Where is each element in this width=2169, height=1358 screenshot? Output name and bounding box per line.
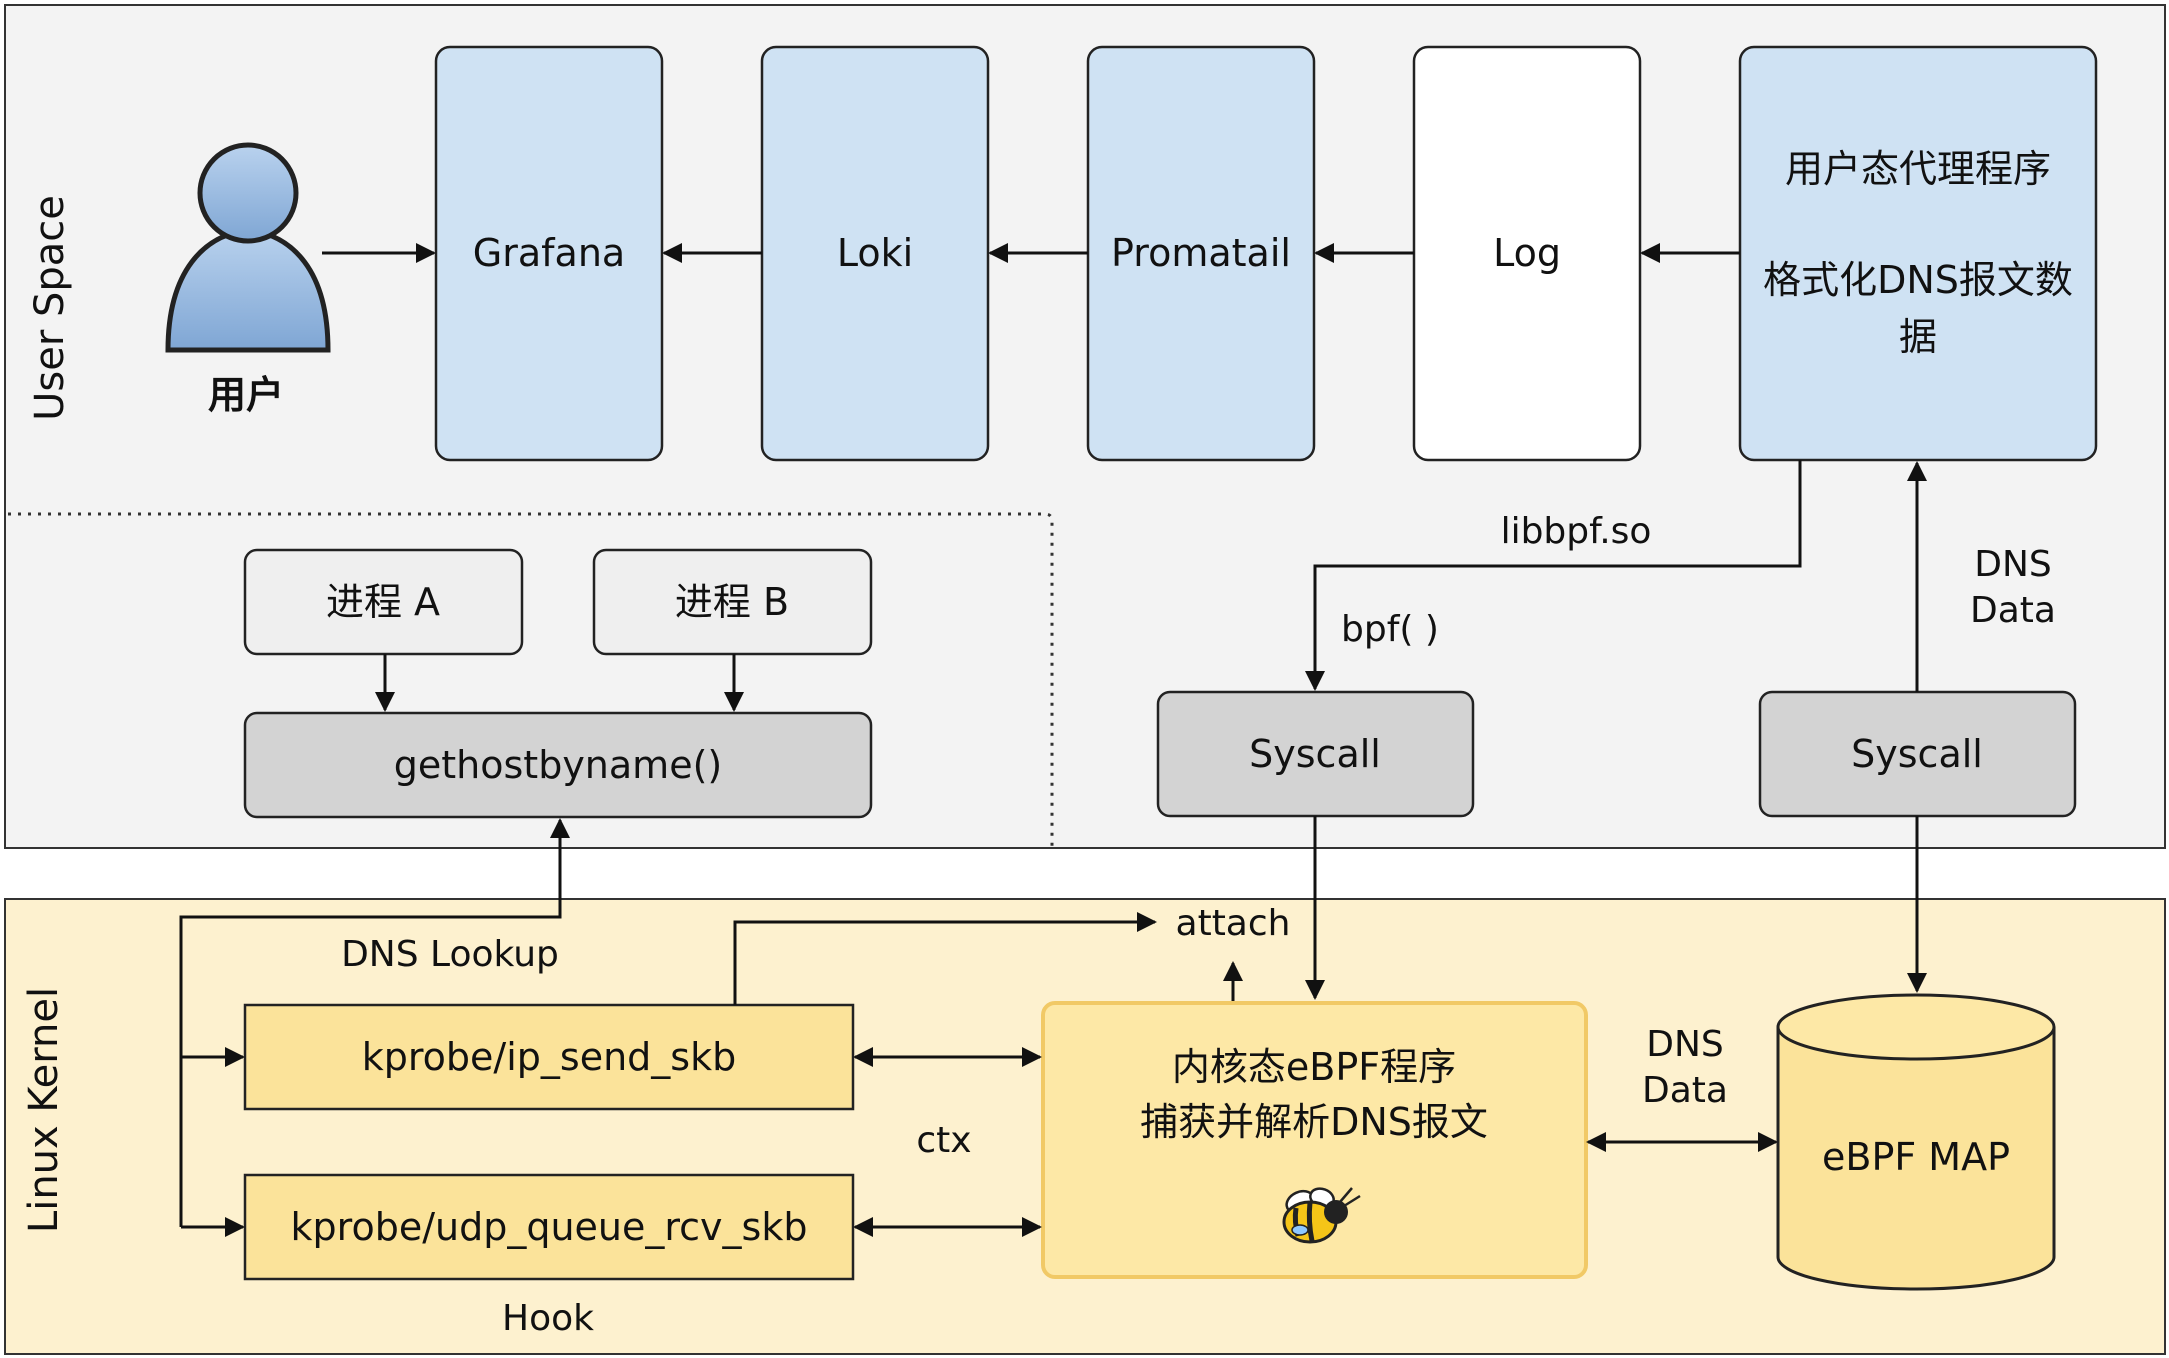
user-agent-label-line1: 用户态代理程序 [1785, 147, 2051, 191]
dns-lookup-label: DNS Lookup [341, 934, 559, 975]
user-space-label: User Space [27, 195, 73, 421]
application-group-border [8, 512, 1054, 846]
dns-data-kernel-line2: Data [1642, 1070, 1728, 1111]
arrow-dns-lookup-to-gethostbyname [179, 818, 570, 1057]
gethostbyname-box [243, 711, 873, 819]
attach-label: attach [1176, 903, 1291, 944]
process-a-label: 进程 A [326, 580, 440, 624]
linux-kernel-label: Linux Kernel [21, 987, 67, 1233]
user-agent-box [1738, 45, 2098, 462]
ebpf-program-label-line2: 捕获并解析DNS报文 [1140, 1100, 1488, 1144]
ebpf-map-cylinder [1776, 993, 2056, 1291]
loki-label: Loki [837, 231, 913, 275]
gethostbyname-label: gethostbyname() [394, 743, 722, 787]
ebpf-program-label-line1: 内核态eBPF程序 [1172, 1045, 1456, 1089]
promtail-label: Promatail [1111, 231, 1291, 275]
ctx-label: ctx [916, 1120, 971, 1161]
syscall-left-label: Syscall [1249, 732, 1381, 776]
process-b-label: 进程 B [675, 580, 789, 624]
arrow-kprobe-to-attach [733, 912, 1157, 1005]
user-agent-label-line2: 格式化DNS报文数 [1763, 258, 2073, 302]
kprobe-send-box [243, 1003, 855, 1111]
dns-data-kernel-line1: DNS [1646, 1024, 1724, 1065]
kprobe-recv-label: kprobe/udp_queue_rcv_skb [291, 1205, 808, 1249]
hook-label: Hook [502, 1298, 594, 1339]
syscall-right-label: Syscall [1851, 732, 1983, 776]
user-label: 用户 [208, 373, 284, 417]
dns-data-top-line2: Data [1970, 590, 2056, 631]
libbpf-label: libbpf.so [1501, 511, 1652, 552]
kprobe-send-label: kprobe/ip_send_skb [362, 1035, 736, 1079]
bpf-call-label: bpf( ) [1341, 609, 1439, 650]
grafana-label: Grafana [473, 231, 625, 275]
ebpf-map-label: eBPF MAP [1822, 1135, 2010, 1179]
user-agent-label-line3: 据 [1899, 315, 1937, 359]
bee-icon [1282, 1187, 1361, 1244]
person-icon [165, 142, 331, 353]
arrow-agent-to-syscall-left [1305, 460, 1802, 691]
log-label: Log [1493, 231, 1561, 275]
dns-data-top-line1: DNS [1974, 544, 2052, 585]
kprobe-recv-box [243, 1173, 855, 1281]
